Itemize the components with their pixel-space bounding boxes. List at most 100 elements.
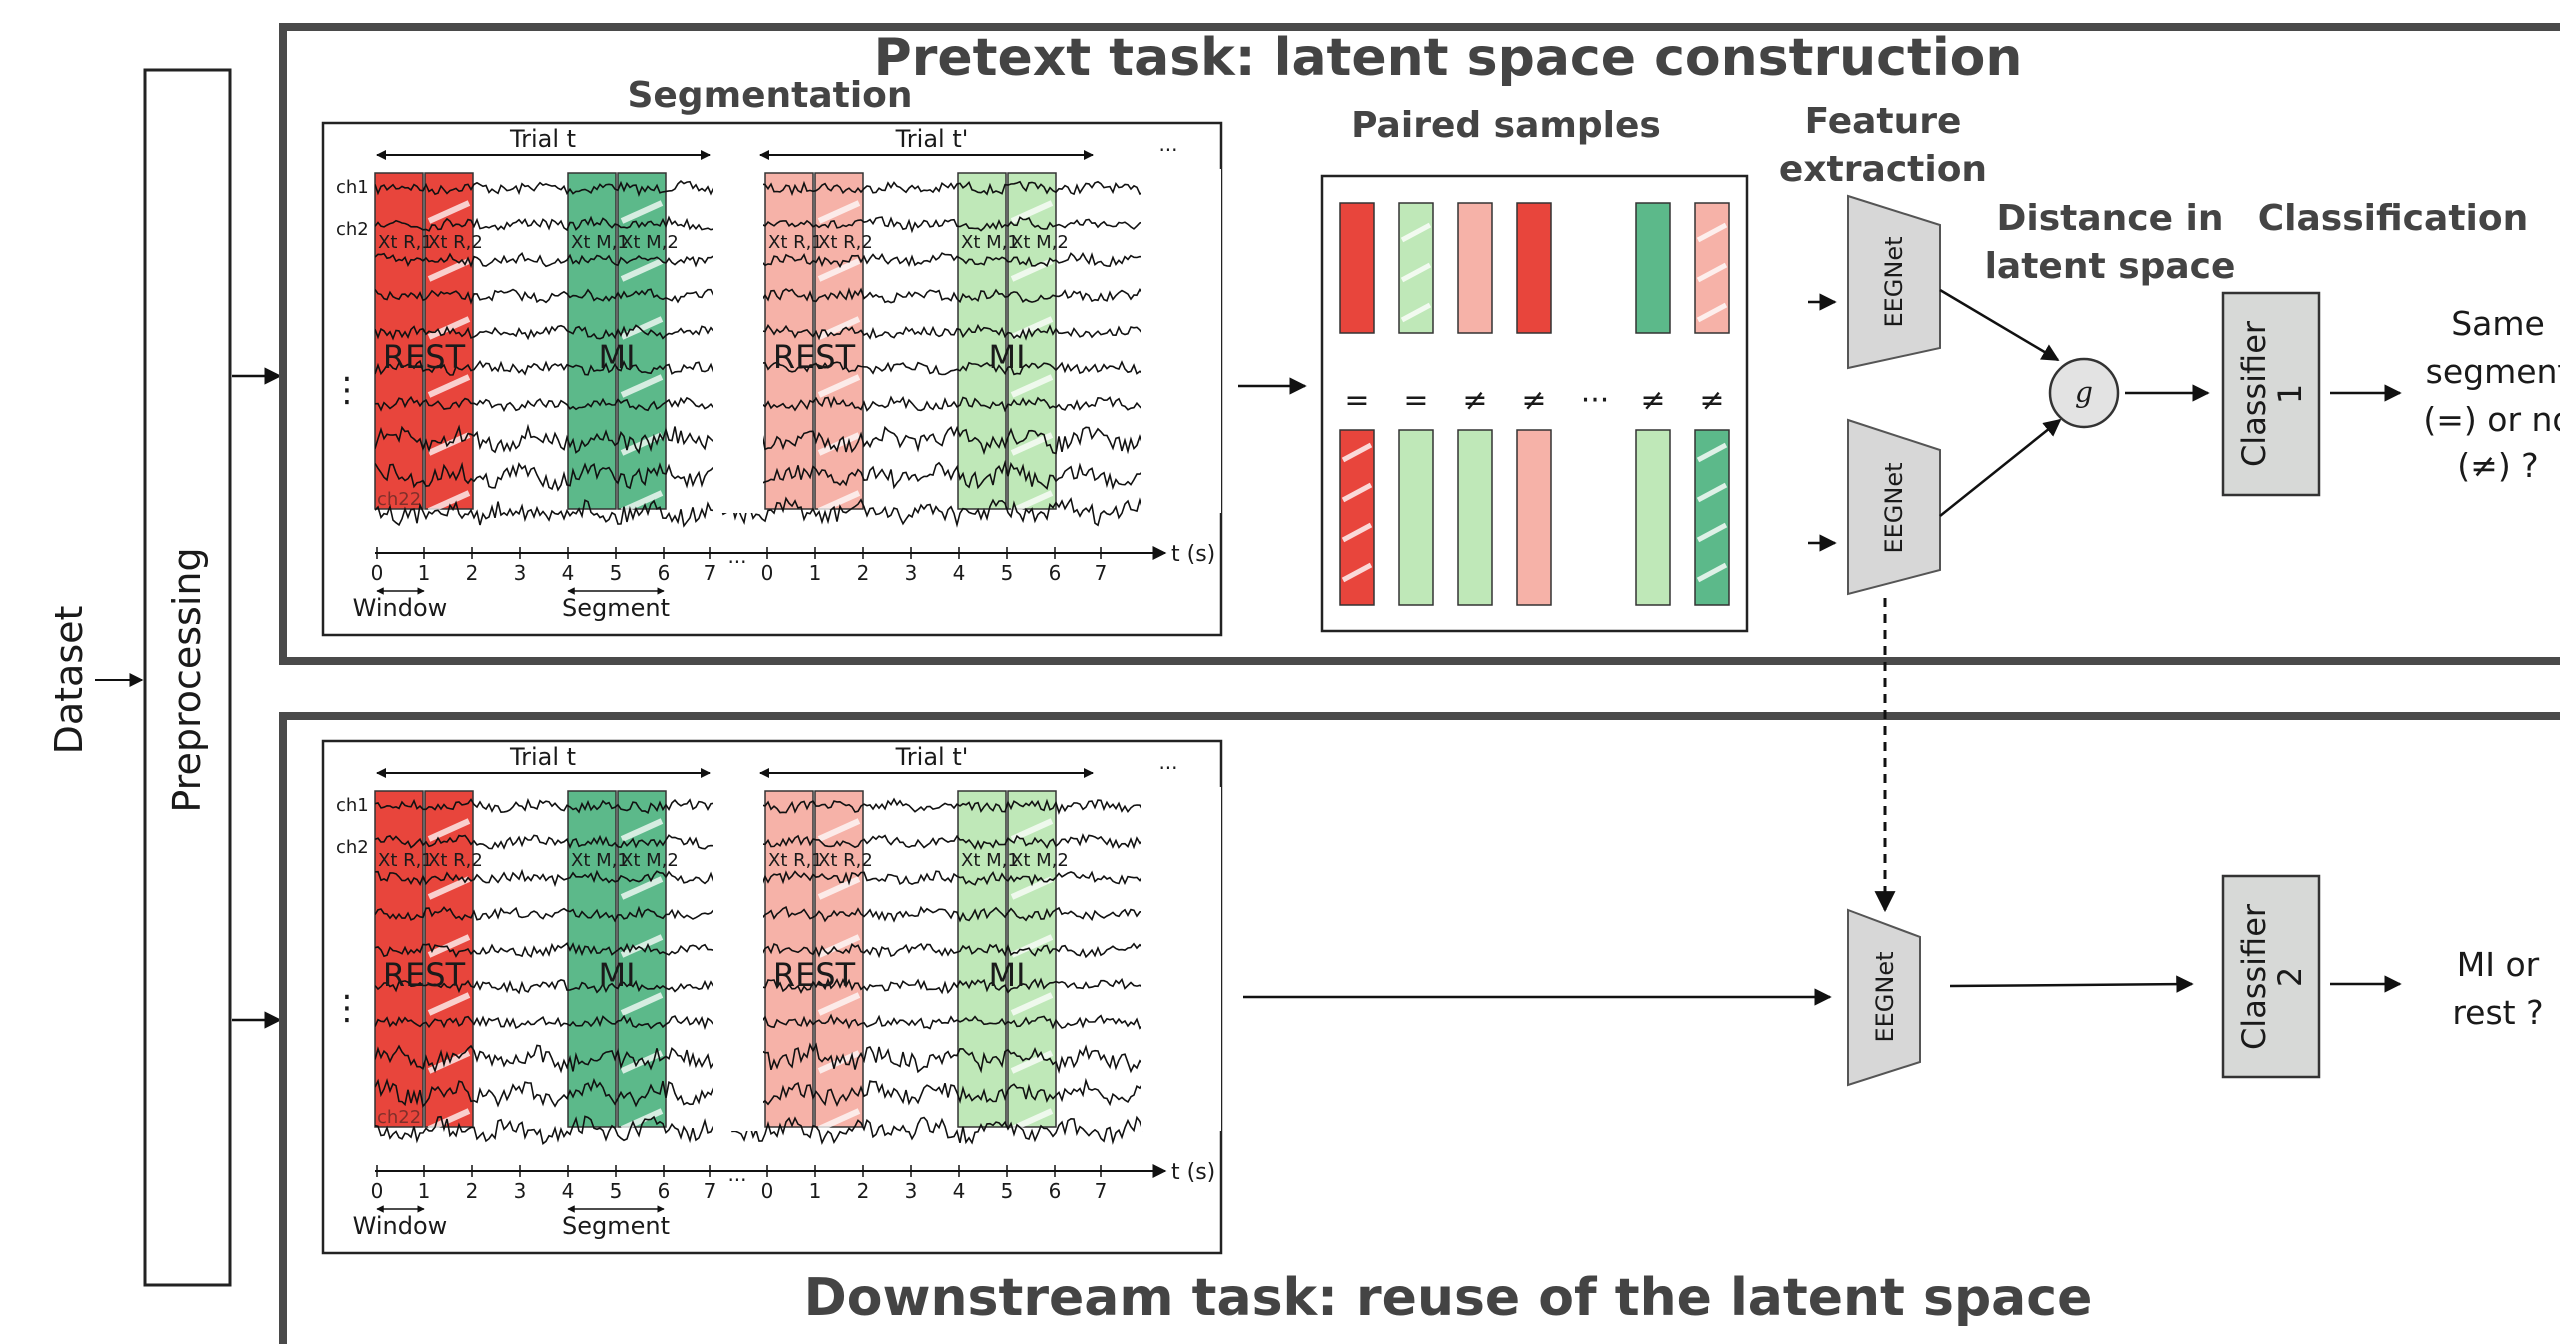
hatch-stripe — [817, 876, 861, 900]
pair-sample-top — [1457, 202, 1493, 334]
pretext-output-line: segment — [2426, 352, 2560, 391]
pair-sample-bottom — [1398, 429, 1434, 606]
hatch-stripe — [620, 316, 664, 340]
hatch-stripe — [817, 818, 861, 842]
hatch-stripe — [1696, 562, 1728, 583]
pair-relation: ≠ — [1699, 383, 1724, 418]
hatch-stripe — [817, 374, 861, 398]
window-block — [374, 172, 424, 510]
hatch-stripe — [1696, 222, 1728, 243]
window-tag: Xt R,2 — [818, 232, 873, 253]
window-tag: Xt M,1 — [571, 850, 629, 871]
channel-label-ch2: ch2 — [336, 837, 369, 858]
window-tag: Xt R,1 — [378, 232, 433, 253]
tick-label: 6 — [658, 1179, 671, 1203]
hatch-stripe — [620, 934, 664, 958]
mi-label-trial-1: MI — [598, 956, 635, 994]
pair-relation: ≠ — [1462, 383, 1487, 418]
tick-ellipsis: ··· — [727, 1168, 746, 1192]
tick-label: 6 — [1049, 1179, 1062, 1203]
eegnet-label-bottom: EEGNet — [1880, 462, 1908, 553]
pair-sample-bottom — [1516, 429, 1552, 606]
segment-label: Segment — [562, 1212, 670, 1240]
hatch-stripe — [1010, 374, 1054, 398]
classification-label: Classification — [2258, 198, 2528, 239]
window-block — [764, 172, 814, 510]
window-tag: Xt M,1 — [571, 232, 629, 253]
mi-label-trial-1: MI — [598, 338, 635, 376]
hatch-stripe — [1341, 522, 1373, 543]
pair-sample-top — [1339, 202, 1375, 334]
tick-label: 3 — [514, 561, 527, 585]
hatch-stripe — [427, 200, 471, 224]
paired-samples-label: Paired samples — [1351, 105, 1661, 146]
hatch-stripe — [1696, 442, 1728, 463]
distance-symbol: g — [2075, 376, 2093, 409]
hatch-stripe — [427, 876, 471, 900]
tick-label: 2 — [857, 1179, 870, 1203]
tick-label: 1 — [418, 1179, 431, 1203]
mi-label-trial-2: MI — [988, 956, 1025, 994]
encoder-to-classifier-2-arrow — [1949, 975, 2194, 993]
window-tag: Xt R,2 — [428, 850, 483, 871]
window-tag: Xt M,1 — [961, 232, 1019, 253]
channel-label-ch2: ch2 — [336, 219, 369, 240]
mi-label-trial-2: MI — [988, 338, 1025, 376]
tick-label: 4 — [953, 561, 966, 585]
hatch-stripe — [817, 1108, 861, 1132]
hatch-stripe — [427, 992, 471, 1016]
segment-label: Segment — [562, 594, 670, 622]
trial-gap — [713, 787, 763, 1131]
tick-label: 0 — [371, 561, 384, 585]
pretext-frame — [279, 23, 2560, 665]
hatch-stripe — [1010, 490, 1054, 514]
tick-label: 3 — [905, 561, 918, 585]
encoder-top-to-g-arrow — [1939, 288, 2060, 362]
tick-label: 3 — [514, 1179, 527, 1203]
tick-label: 7 — [704, 561, 717, 585]
eeg-trace — [375, 1115, 1144, 1146]
hatch-stripe — [1341, 442, 1373, 463]
tick-label: 2 — [857, 561, 870, 585]
channel-label-ch22: ch22 — [377, 489, 421, 510]
hatch-stripe — [427, 934, 471, 958]
tick-label: 2 — [466, 561, 479, 585]
window-tag: Xt M,2 — [621, 232, 679, 253]
hatch-stripe — [427, 490, 471, 514]
eeg-trace — [375, 496, 1144, 528]
hatch-stripe — [427, 316, 471, 340]
pair-sample-bottom — [1457, 429, 1493, 606]
trial-2-label: Trial t' — [895, 743, 969, 771]
hatch-stripe — [1400, 302, 1432, 323]
eegnet-encoder-bottom — [1847, 418, 1941, 596]
encoder-bottom-to-g-arrow — [1939, 418, 2062, 517]
eegnet-encoder-downstream — [1847, 908, 1921, 1087]
window-tag: Xt R,1 — [768, 850, 823, 871]
distance-label-2: latent space — [1985, 246, 2236, 287]
channel-label-ch1: ch1 — [336, 177, 369, 198]
window-tag: Xt M,2 — [621, 850, 679, 871]
window-tag: Xt R,1 — [378, 850, 433, 871]
tick-label: 0 — [761, 561, 774, 585]
hatch-stripe — [817, 992, 861, 1016]
hatch-stripe — [1400, 222, 1432, 243]
window-tag: Xt M,2 — [1011, 232, 1069, 253]
preprocessing-box — [143, 68, 232, 1287]
hatch-stripe — [620, 200, 664, 224]
hatch-stripe — [1010, 1050, 1054, 1074]
pretext-output-line: (=) or no — [2423, 400, 2560, 439]
axis-unit: t (s) — [1171, 1160, 1215, 1185]
eegnet-label-top: EEGNet — [1880, 236, 1908, 327]
window-label: Window — [353, 1212, 448, 1240]
window-block — [567, 790, 617, 1128]
hatch-stripe — [620, 876, 664, 900]
distance-label-1: Distance in — [1996, 198, 2223, 239]
hatch-stripe — [1010, 992, 1054, 1016]
hatch-stripe — [1341, 562, 1373, 583]
pair-relation: ≠ — [1521, 383, 1546, 418]
classifier-2-label-2: 2 — [2271, 967, 2309, 987]
pair-relation: = — [1344, 383, 1369, 418]
